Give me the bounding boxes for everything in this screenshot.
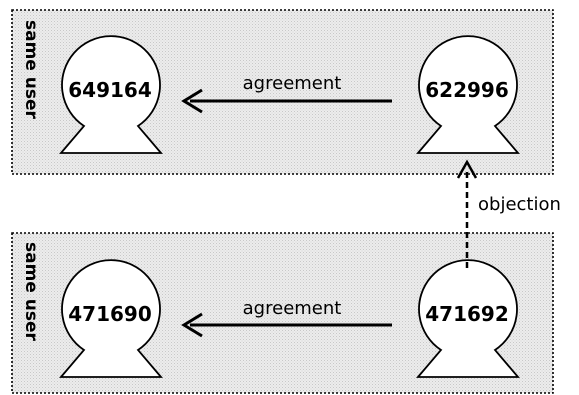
person-icon — [416, 259, 520, 378]
edge-label: agreement — [243, 73, 342, 94]
edge-objection: objection — [456, 159, 561, 268]
person-icon — [59, 35, 163, 154]
edge-agreement-top: agreement — [181, 73, 392, 114]
node-label: 622996 — [425, 78, 509, 102]
arrow-head-icon — [181, 88, 203, 114]
node-471692: 471692 — [416, 259, 520, 378]
edge-agreement-bottom: agreement — [181, 298, 392, 338]
node-label: 649164 — [68, 78, 152, 102]
group-top-label: same user — [21, 20, 41, 120]
edge-label: objection — [478, 194, 561, 215]
arrow-head-icon — [456, 159, 478, 179]
node-label: 471692 — [425, 302, 509, 326]
edge-label: agreement — [243, 298, 342, 319]
person-icon — [416, 35, 520, 154]
node-471690: 471690 — [59, 259, 163, 378]
node-622996: 622996 — [416, 35, 520, 154]
node-label: 471690 — [68, 302, 152, 326]
group-bottom-label: same user — [21, 242, 41, 342]
node-649164: 649164 — [59, 35, 163, 154]
arrow-head-icon — [181, 312, 203, 338]
person-icon — [59, 259, 163, 378]
